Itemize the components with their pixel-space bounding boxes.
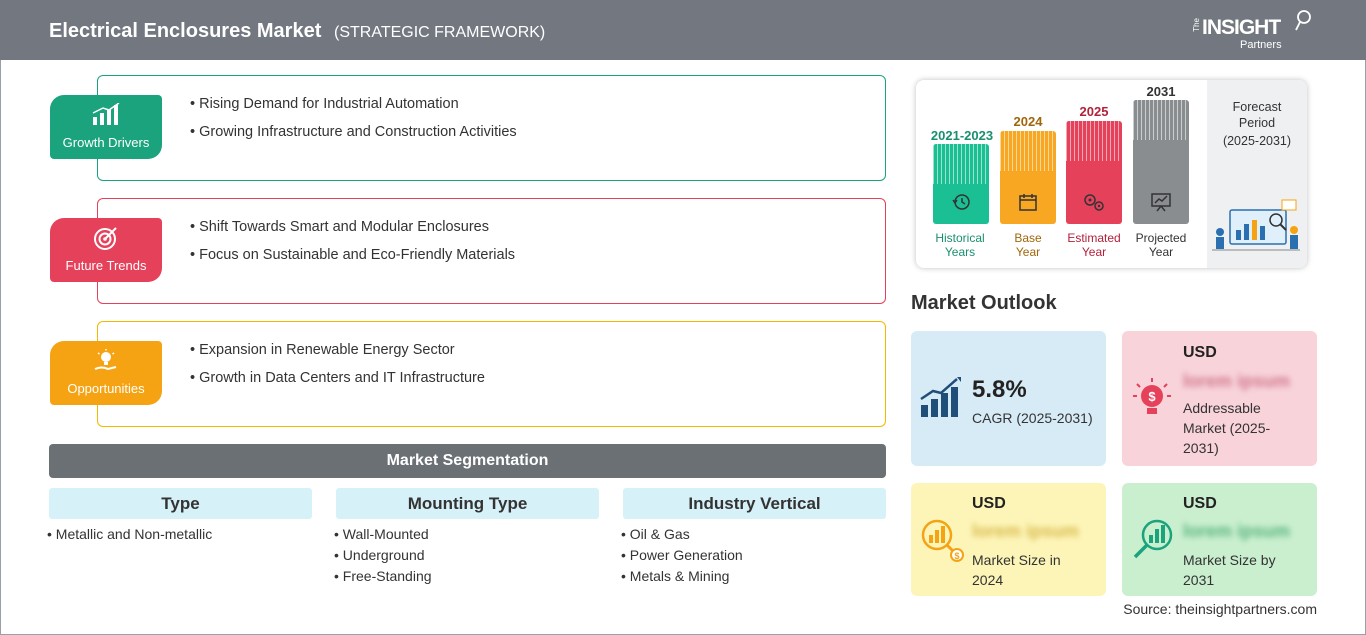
target-icon <box>50 226 162 255</box>
segment-list-type: • Metallic and Non-metallic <box>47 526 212 547</box>
list-item: • Shift Towards Smart and Modular Enclos… <box>190 219 489 235</box>
bar-chart-icon <box>50 102 162 130</box>
magnifier-chart-icon <box>1131 517 1177 572</box>
list-item: • Growth in Data Centers and IT Infrastr… <box>190 370 485 386</box>
list-item: • Focus on Sustainable and Eco-Friendly … <box>190 247 516 263</box>
addressable-blurred-value: lorem ipsum <box>1183 371 1291 391</box>
list-item: • Wall-Mounted <box>334 526 429 542</box>
size-2024-usd: USD <box>972 495 1006 512</box>
growth-drivers-list: • Rising Demand for Industrial Automatio… <box>190 96 517 152</box>
lightbulb-icon <box>50 349 162 378</box>
growth-drivers-badge: Growth Drivers <box>50 95 162 159</box>
analytics-illustration-icon <box>1210 196 1302 259</box>
opportunities-list: • Expansion in Renewable Energy Sector •… <box>190 342 485 398</box>
history-icon <box>933 192 989 217</box>
market-outlook-title: Market Outlook <box>911 292 1057 314</box>
future-trends-list: • Shift Towards Smart and Modular Enclos… <box>190 219 515 275</box>
list-item: • Underground <box>334 547 425 563</box>
addressable-usd: USD <box>1183 344 1217 361</box>
segment-list-mounting-type: • Wall-Mounted • Underground • Free-Stan… <box>334 526 432 589</box>
list-item: • Expansion in Renewable Energy Sector <box>190 342 455 358</box>
size-2024-blurred-value: lorem ipsum <box>972 521 1080 541</box>
timeline-year-projected: 2031 <box>1146 84 1176 99</box>
market-segmentation-bar: Market Segmentation <box>49 444 886 478</box>
calendar-icon <box>1000 192 1056 217</box>
timeline-bar-estimated <box>1066 121 1122 224</box>
presentation-icon <box>1133 192 1189 217</box>
header-bar: Electrical Enclosures Market (STRATEGIC … <box>0 0 1366 60</box>
list-item: • Rising Demand for Industrial Automatio… <box>190 96 459 112</box>
opportunities-badge: Opportunities <box>50 341 162 405</box>
money-bag-chart-icon: $ <box>919 517 965 572</box>
insight-partners-logo[interactable]: The INSIGHT Partners <box>1192 10 1322 54</box>
timeline-year-base: 2024 <box>1013 114 1043 129</box>
page-title: Electrical Enclosures Market <box>49 20 322 42</box>
page-subtitle: (STRATEGIC FRAMEWORK) <box>334 24 546 41</box>
svg-text:$: $ <box>1148 389 1156 404</box>
logo-the-text: The <box>1192 18 1201 32</box>
timeline-bar-historical <box>933 144 989 224</box>
segment-list-industry-vertical: • Oil & Gas • Power Generation • Metals … <box>621 526 743 589</box>
timeline-year-historical: 2021-2023 <box>930 128 994 143</box>
size-2031-usd: USD <box>1183 495 1217 512</box>
segment-head-mounting-type: Mounting Type <box>336 488 599 519</box>
timeline-bar-projected <box>1133 100 1189 224</box>
list-item: • Free-Standing <box>334 568 432 584</box>
list-item: • Metallic and Non-metallic <box>47 526 213 542</box>
list-item: • Power Generation <box>621 547 743 563</box>
size-2031-blurred-value: lorem ipsum <box>1183 521 1291 541</box>
logo-partners-text: Partners <box>1240 39 1282 51</box>
growth-chart-icon <box>919 375 963 428</box>
forecast-period-text: Forecast Period (2025-2031) <box>1222 100 1292 148</box>
cagr-value: 5.8% <box>972 376 1027 403</box>
list-item: • Growing Infrastructure and Constructio… <box>190 124 517 140</box>
opportunities-label: Opportunities <box>67 381 145 396</box>
cagr-card: 5.8% CAGR (2025-2031) <box>911 331 1106 466</box>
idea-dollar-icon: $ <box>1131 376 1173 429</box>
list-item: • Metals & Mining <box>621 568 730 584</box>
cagr-label: CAGR (2025-2031) <box>972 410 1093 426</box>
future-trends-label: Future Trends <box>65 258 147 273</box>
growth-drivers-label: Growth Drivers <box>62 135 150 150</box>
timeline-year-estimated: 2025 <box>1079 104 1109 119</box>
future-trends-badge: Future Trends <box>50 218 162 282</box>
source-credit: Source: theinsightpartners.com <box>1123 601 1317 617</box>
segment-head-type: Type <box>49 488 312 519</box>
gears-icon <box>1066 192 1122 217</box>
logo-insight-text: INSIGHT <box>1202 16 1281 39</box>
svg-text:$: $ <box>954 551 959 561</box>
segment-head-industry-vertical: Industry Vertical <box>623 488 886 519</box>
timeline-bar-base <box>1000 131 1056 224</box>
magnifier-icon <box>1295 10 1311 31</box>
list-item: • Oil & Gas <box>621 526 690 542</box>
